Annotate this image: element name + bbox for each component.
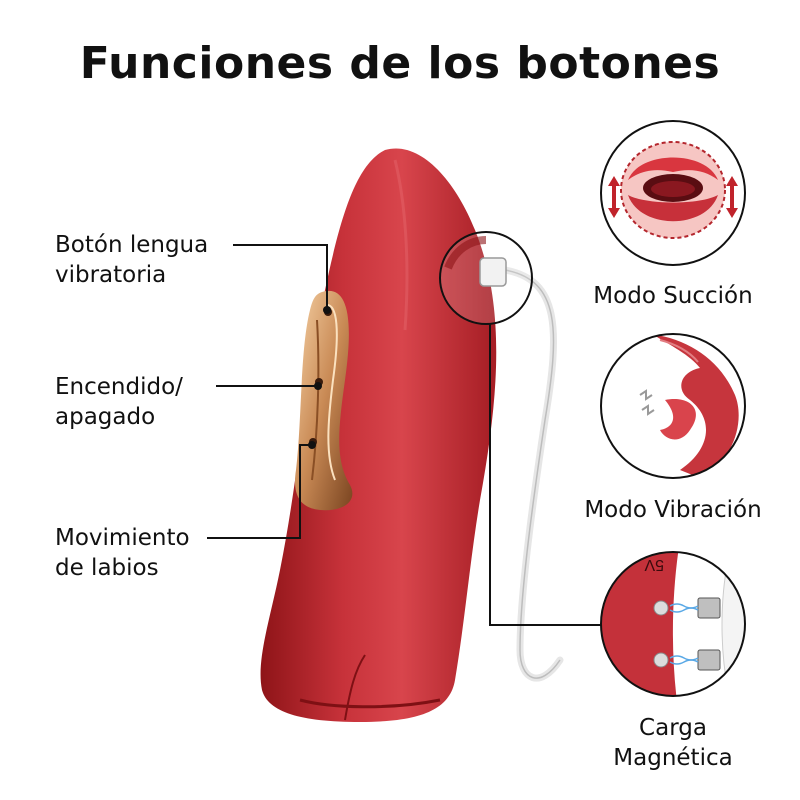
label-charging-mode: Carga Magnética [613, 715, 733, 771]
label-suction-mode: Modo Succión [593, 283, 753, 309]
magnetic-charging-illustration: 5V [600, 551, 746, 697]
device-body [260, 148, 497, 722]
leader-line-tongue [233, 244, 328, 310]
label-power-button: Encendido/ apagado [55, 374, 183, 430]
label-vibration-mode: Modo Vibración [584, 497, 762, 523]
suction-mode-illustration [600, 120, 746, 266]
label-lips-button: Movimiento de labios [55, 525, 190, 581]
page-title: Funciones de los botones [79, 38, 721, 89]
charging-cable [501, 266, 564, 682]
label-tongue-button: Botón lengua vibratoria [55, 232, 209, 288]
up-down-arrow-icon [608, 176, 738, 218]
vibration-mode-illustration [600, 333, 746, 479]
leader-line-lips [207, 444, 312, 539]
charger-marking: 5V [644, 556, 664, 573]
